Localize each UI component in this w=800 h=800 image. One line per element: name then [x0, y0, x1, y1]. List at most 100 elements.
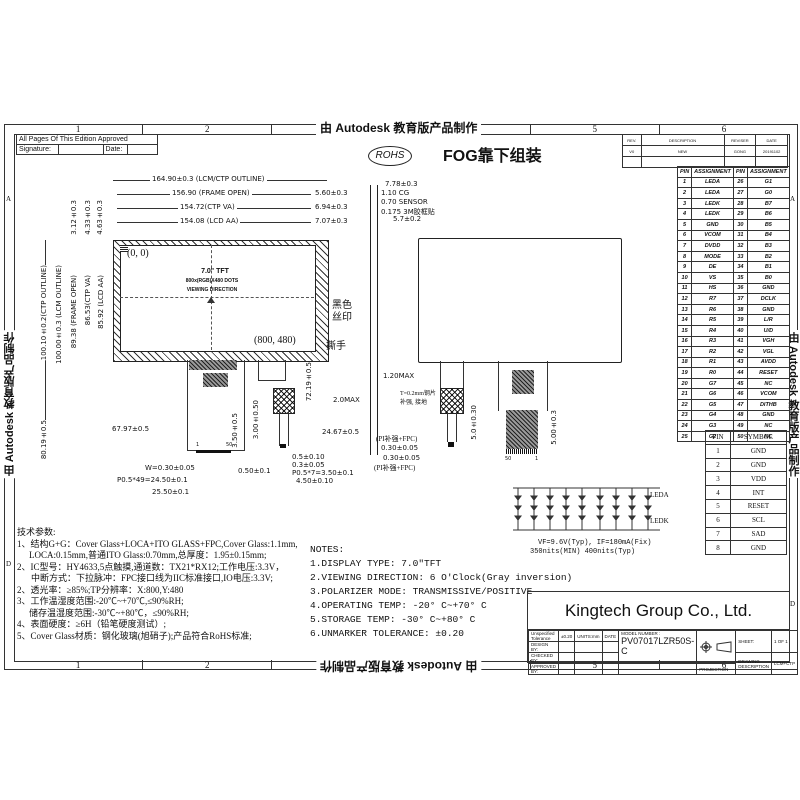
- back-ic: [512, 370, 534, 394]
- dim-ctp-pin-width: 0.5±0.10: [292, 453, 325, 461]
- rev-header: REVISER: [723, 134, 757, 146]
- pin-header: PIN: [676, 166, 693, 178]
- dim-ctp-outline-h: 100.10±0.2(CTP OUTLINE): [40, 265, 48, 361]
- model-number: PV07017LZR50S-C: [621, 636, 695, 656]
- back-ctp-tail: [447, 412, 457, 442]
- ctp-fpc-steel-plate: [273, 388, 295, 414]
- back-ctp-fpc: [440, 361, 464, 390]
- rev-header: REV.: [622, 134, 642, 146]
- back-steel-plate: [440, 388, 464, 414]
- viewing-arrow-icon: [207, 297, 215, 303]
- tech-line: 储存温湿度范围:-30℃~+80℃，≤90%RH;: [29, 607, 189, 618]
- ctp-fpc-contact: [280, 444, 286, 448]
- zone-label: [402, 124, 531, 134]
- sym-header: SYMBOL: [729, 430, 788, 445]
- zone-label: 6: [721, 124, 727, 134]
- note-line: 6.UNMARKER TOLERANCE: ±0.20: [310, 628, 464, 639]
- model-label: MODEL NUMBER :: [621, 631, 661, 636]
- rev-cell: NEW: [640, 145, 725, 157]
- sheet-label: SHEET:: [735, 630, 772, 653]
- title-block: Kingtech Group Co., Ltd. Unspecified Tol…: [527, 591, 799, 675]
- units: UNITS:mm: [574, 630, 603, 642]
- fpc-pin-1: 1: [196, 442, 200, 448]
- tol-label: Unspecified Tolerance: [527, 630, 560, 642]
- rev-cell: 20191102: [755, 145, 788, 157]
- signature-field[interactable]: [57, 144, 104, 155]
- callout-black-print: 黑色 丝印: [332, 300, 352, 324]
- pin-header: ASSIGNMENT: [691, 166, 734, 178]
- dim-sensor: 0.70 SENSOR: [381, 198, 428, 206]
- resolution-label: 800x(RGB)X480 DOTS: [185, 278, 239, 284]
- ctp-fpc-neck: [258, 360, 286, 381]
- zone-row-a-right: A: [790, 195, 796, 203]
- signature-label: Signature:: [16, 144, 59, 155]
- panel-size-label: 7.0" TFT: [201, 268, 229, 275]
- dim-pi-1: 0.30±0.05: [381, 444, 419, 452]
- dim-right-1: 5.60±0.3: [315, 189, 348, 197]
- dim-pin-width: W=0.30±0.05: [145, 464, 195, 472]
- dim-ctp-pin-pitch: P0.5*7=3.50±0.1: [292, 469, 354, 477]
- projection-symbol-icon: [696, 630, 737, 664]
- date-label: DATE: [601, 630, 620, 642]
- tol-value: ±0.20: [558, 630, 576, 642]
- dim-lcm-thickness: 5.7±0.2: [393, 215, 422, 223]
- notes-title: NOTES:: [310, 544, 345, 555]
- dim-fpc-3-00: 3.00±0.50: [252, 400, 260, 440]
- end-coord-label: (800, 480): [254, 335, 296, 346]
- active-area: [120, 245, 316, 352]
- dim-fpc-offset: 67.97±0.5: [112, 425, 150, 433]
- checked-by-label: CHECKED BY:: [527, 652, 560, 664]
- tech-line: 4、表面硬度：≥6H（铅笔硬度测试）;: [17, 619, 166, 629]
- zone-label: 1: [14, 124, 144, 134]
- drawing-title: FOG靠下组装: [443, 148, 542, 165]
- note-line: 5.STORAGE TEMP: -30° C~+80° C: [310, 614, 476, 625]
- dim-ctp-va: 154.72(CTP VA): [178, 203, 237, 211]
- back-gold-fingers: [506, 449, 538, 454]
- ctp-fpc-tail: [279, 412, 289, 446]
- note-line: 1.DISPLAY TYPE: 7.0"TFT: [310, 558, 442, 569]
- fpc-ic: [203, 373, 228, 387]
- dim-left-top-2: 4.33±0.3: [84, 200, 92, 235]
- rev-cell: V0: [622, 145, 642, 157]
- tech-line: 3、工作温湿度范围:-20℃~+70℃,≤90%RH;: [17, 596, 184, 606]
- tech-line: 5、Cover Glass材质：钢化玻璃(旭硝子);产品符合RoHS标准;: [17, 630, 252, 641]
- date-label: Date:: [102, 144, 129, 155]
- zone-label: 5: [531, 124, 660, 134]
- zone-row-d-left: D: [6, 560, 12, 568]
- rev-cell: GONG: [723, 145, 757, 157]
- pi-label-top: (PI补强+FPC): [376, 435, 418, 443]
- fpc-stiffener: [189, 360, 237, 370]
- dim-back-fpc-5-00: 5.00±0.3: [550, 410, 558, 445]
- zone-row-a-left: A: [6, 195, 12, 203]
- date-field[interactable]: [127, 144, 158, 155]
- drawing-desc-value: LCM+CTP: [770, 652, 799, 675]
- zone-row-d-right: D: [790, 600, 796, 608]
- note-line: 3.POLARIZER MODE: TRANSMISSIVE/POSITIVE: [310, 586, 533, 597]
- sheet-value: 1 OF 1: [770, 630, 799, 653]
- note-line: T=0.2mm钢片: [400, 391, 436, 397]
- pin-header: PIN: [732, 166, 749, 178]
- dim-2-0max: 2.0MAX: [333, 396, 360, 404]
- tech-title: 技术参数:: [17, 527, 56, 537]
- dim-lcm-width: 164.90±0.3 (LCM/CTP OUTLINE): [150, 175, 267, 183]
- tech-line: 2、透光率：≥85%;TP分辨率：X:800,Y:480: [17, 584, 184, 595]
- title-block-grid: Unspecified Tolerance ±0.20 UNITS:mm DAT…: [527, 630, 799, 675]
